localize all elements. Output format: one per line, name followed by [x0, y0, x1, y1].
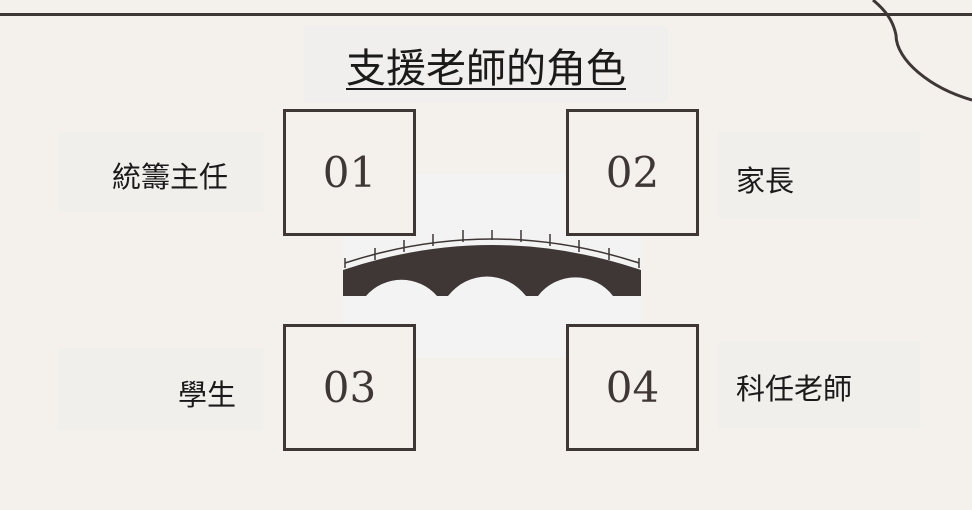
label-background-4 — [718, 342, 920, 428]
label-background-2 — [718, 132, 920, 218]
role-label-2: 家長 — [736, 164, 795, 198]
number-box-4: 04 — [566, 324, 699, 451]
number-box-1: 01 — [283, 109, 416, 236]
label-background-3 — [58, 348, 263, 430]
title-background — [304, 26, 668, 102]
number-box-3: 03 — [283, 324, 416, 451]
top-divider-line — [0, 13, 972, 16]
role-label-3: 學生 — [178, 378, 237, 412]
label-background-1 — [58, 132, 263, 212]
role-label-1: 統籌主任 — [112, 160, 229, 194]
number-box-2: 02 — [566, 109, 699, 236]
role-label-4: 科任老師 — [736, 372, 853, 406]
decorative-curve — [872, 0, 972, 102]
bridge-icon — [343, 230, 641, 296]
slide-title: 支援老師的角色 — [346, 46, 626, 92]
